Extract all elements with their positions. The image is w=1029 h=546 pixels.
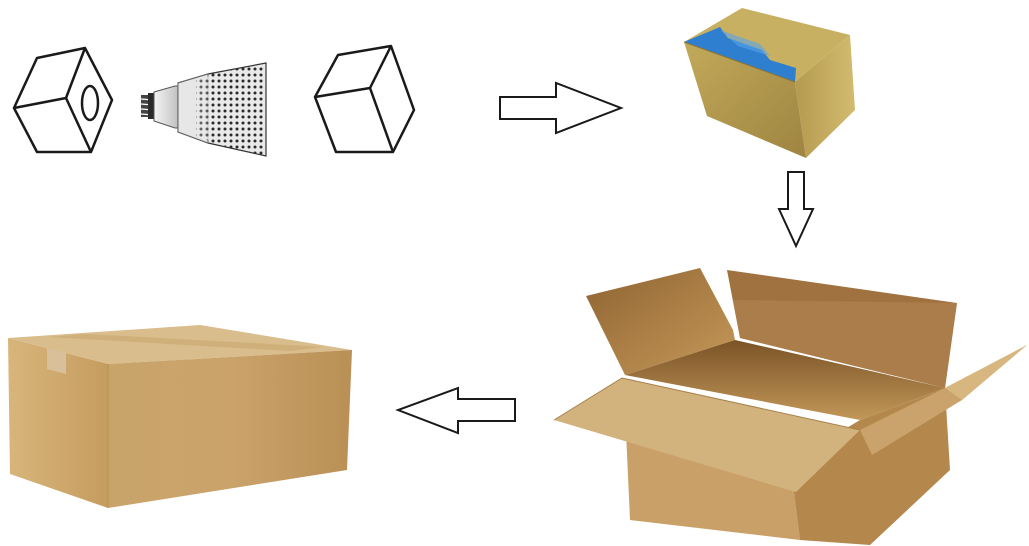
arrow-left-icon — [395, 386, 516, 435]
open-shipping-carton — [553, 268, 1027, 545]
arrow-right-icon — [499, 81, 624, 135]
cube-icon — [313, 44, 416, 154]
arrow-down-icon — [777, 171, 815, 249]
closed-inner-box — [683, 8, 855, 158]
sealed-shipping-carton — [8, 325, 352, 508]
led-bulb-icon — [140, 62, 267, 157]
hexagon-box-with-hole-icon — [12, 46, 114, 154]
